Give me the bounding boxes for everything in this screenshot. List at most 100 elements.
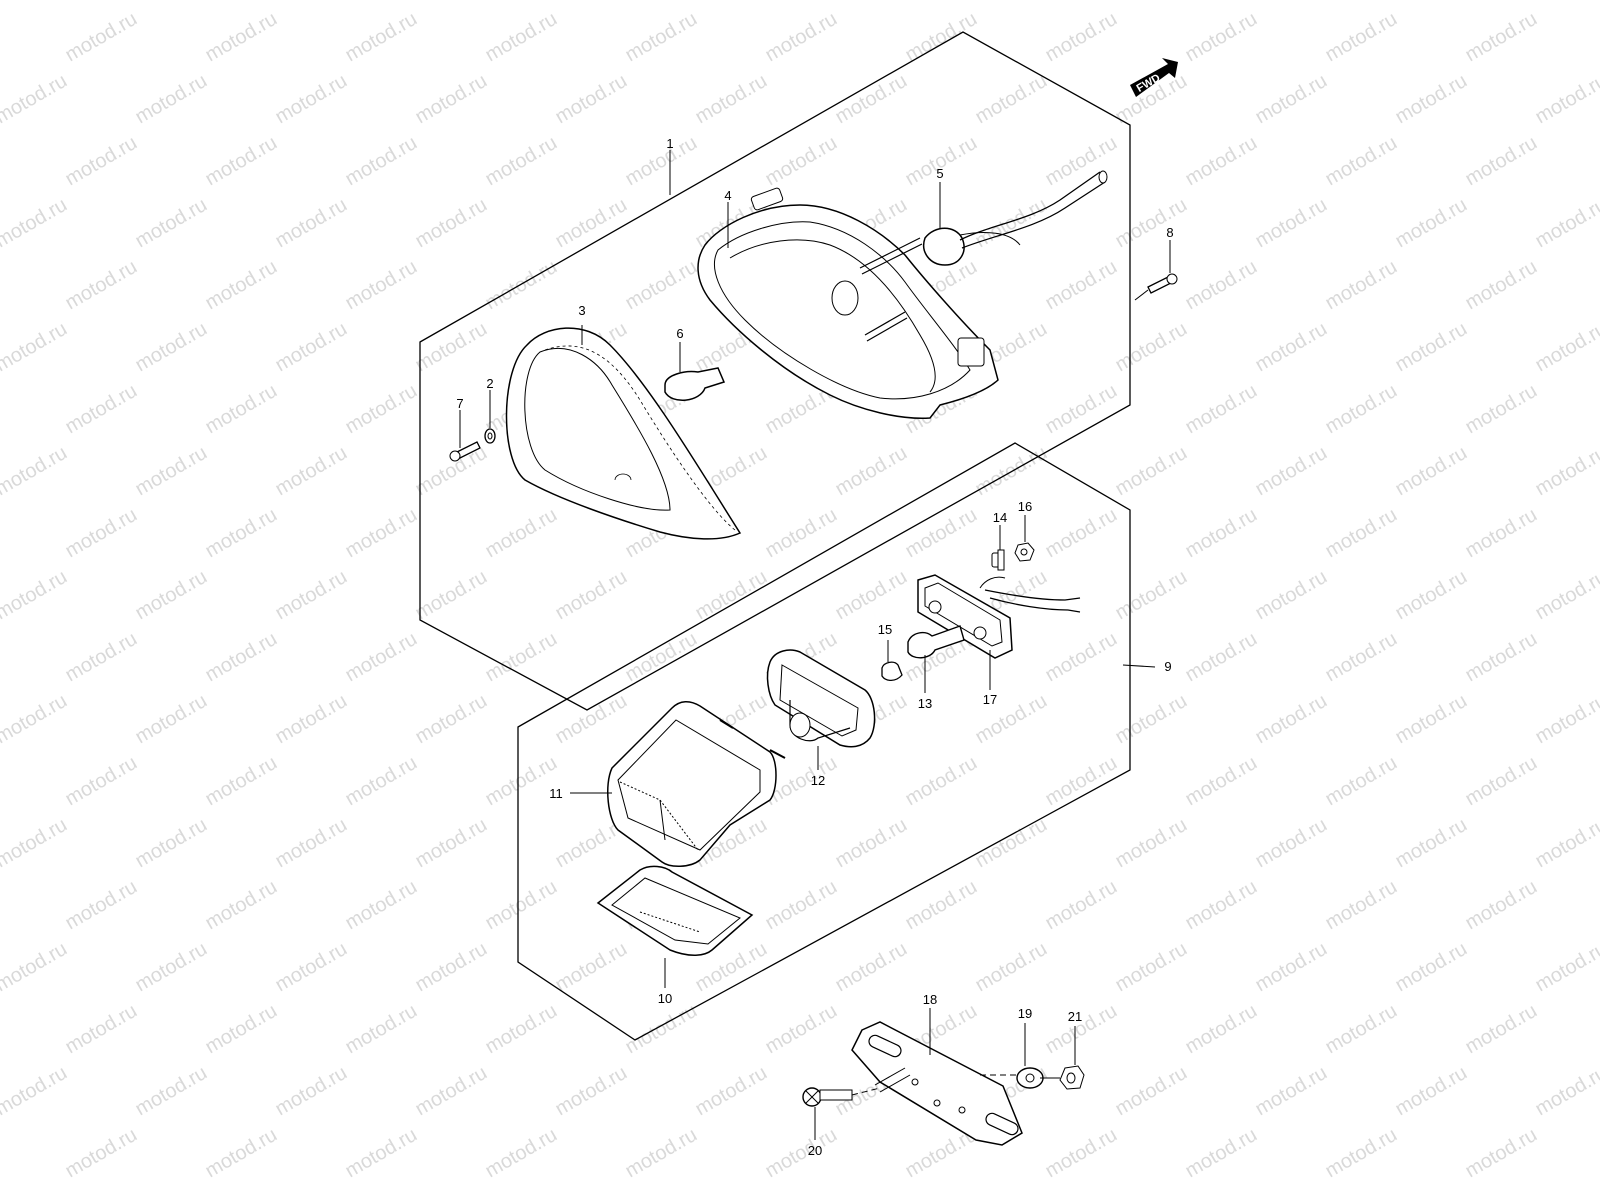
watermark-text: motod.ru — [1392, 690, 1471, 749]
watermark-text: motod.ru — [482, 504, 561, 563]
watermark-text: motod.ru — [342, 504, 421, 563]
watermark-text: motod.ru — [272, 814, 351, 873]
watermark-text: motod.ru — [202, 8, 281, 67]
watermark-text: motod.ru — [1252, 938, 1331, 997]
watermark-text: motod.ru — [762, 876, 841, 935]
callout-21: 21 — [1068, 1009, 1082, 1024]
watermark-text: motod.ru — [1112, 938, 1191, 997]
watermark-text: motod.ru — [1252, 690, 1331, 749]
watermark-text: motod.ru — [132, 318, 211, 377]
bolt-part-14 — [991, 549, 1005, 571]
watermark-text: motod.ru — [132, 938, 211, 997]
watermark-text: motod.ru — [1112, 442, 1191, 501]
watermark-text: motod.ru — [1462, 256, 1541, 315]
watermark-text: motod.ru — [1322, 1124, 1401, 1183]
callout-10: 10 — [658, 991, 672, 1006]
watermark-text: motod.ru — [1462, 8, 1541, 67]
watermark-text: motod.ru — [1252, 1062, 1331, 1121]
watermark-text: motod.ru — [482, 876, 561, 935]
watermark-text: motod.ru — [1182, 504, 1261, 563]
watermark-text: motod.ru — [132, 690, 211, 749]
watermark-text: motod.ru — [1112, 194, 1191, 253]
watermark-text: motod.ru — [1532, 690, 1600, 749]
watermark-text: motod.ru — [1112, 566, 1191, 625]
watermark-text: motod.ru — [902, 8, 981, 67]
watermark-text: motod.ru — [412, 194, 491, 253]
watermark-text: motod.ru — [62, 132, 141, 191]
watermark-text: motod.ru — [62, 628, 141, 687]
watermark-text: motod.ru — [692, 70, 771, 129]
watermark-text: motod.ru — [1532, 442, 1600, 501]
watermark-text: motod.ru — [1532, 566, 1600, 625]
watermark-text: motod.ru — [1042, 628, 1121, 687]
watermark-text: motod.ru — [1322, 8, 1401, 67]
watermark-text: motod.ru — [1532, 814, 1600, 873]
watermark-text: motod.ru — [132, 814, 211, 873]
watermark-text: motod.ru — [0, 566, 71, 625]
watermark-text: motod.ru — [62, 752, 141, 811]
watermark-text: motod.ru — [1182, 1124, 1261, 1183]
watermark-text: motod.ru — [622, 256, 701, 315]
license-lamp-assembly-box — [517, 442, 1131, 1041]
watermark-text: motod.ru — [202, 876, 281, 935]
watermark-text: motod.ru — [762, 1000, 841, 1059]
lamp-holder-part-17 — [917, 574, 1081, 659]
watermark-text: motod.ru — [622, 1000, 701, 1059]
watermark-text: motod.ru — [552, 566, 631, 625]
callout-labels: 1 2 3 4 5 6 7 8 9 10 11 12 13 14 15 16 1… — [456, 136, 1173, 1158]
watermark-text: motod.ru — [1042, 380, 1121, 439]
watermark-text: motod.ru — [342, 1124, 421, 1183]
watermark-text: motod.ru — [902, 752, 981, 811]
callout-17: 17 — [983, 692, 997, 707]
watermark-text: motod.ru — [412, 690, 491, 749]
watermark-text: motod.ru — [832, 70, 911, 129]
watermark-text: motod.ru — [62, 8, 141, 67]
watermark-text: motod.ru — [1322, 628, 1401, 687]
watermark-text: motod.ru — [1182, 380, 1261, 439]
washer-part-19 — [1016, 1067, 1044, 1089]
watermark-text: motod.ru — [902, 876, 981, 935]
watermark-text: motod.ru — [1182, 132, 1261, 191]
watermark-text: motod.ru — [412, 814, 491, 873]
watermark-text: motod.ru — [62, 876, 141, 935]
watermark-text: motod.ru — [1182, 752, 1261, 811]
callout-13: 13 — [918, 696, 932, 711]
watermark-text: motod.ru — [1252, 814, 1331, 873]
callout-15: 15 — [878, 622, 892, 637]
watermark-text: motod.ru — [0, 1062, 71, 1121]
watermark-text: motod.ru — [1392, 938, 1471, 997]
bulb-part-6 — [664, 367, 726, 401]
watermark-text: motod.ru — [272, 442, 351, 501]
license-lamp-part-12 — [766, 649, 876, 748]
watermark-text: motod.ru — [0, 194, 71, 253]
callout-3: 3 — [578, 303, 585, 318]
watermark-text: motod.ru — [412, 70, 491, 129]
bracket-part-18 — [851, 1021, 1023, 1146]
watermark-text: motod.ru — [1322, 1000, 1401, 1059]
watermark-text: motod.ru — [202, 628, 281, 687]
watermark-text: motod.ru — [482, 1124, 561, 1183]
watermark-text: motod.ru — [1392, 1062, 1471, 1121]
watermark-text: motod.ru — [1462, 1124, 1541, 1183]
watermark-text: motod.ru — [1112, 690, 1191, 749]
watermark-text: motod.ru — [1252, 318, 1331, 377]
watermark-text: motod.ru — [342, 876, 421, 935]
watermark-text: motod.ru — [0, 938, 71, 997]
watermark-text: motod.ru — [342, 1000, 421, 1059]
watermark-text: motod.ru — [1182, 256, 1261, 315]
watermark-text: motod.ru — [1392, 70, 1471, 129]
watermark-text: motod.ru — [972, 814, 1051, 873]
watermark-text: motod.ru — [342, 8, 421, 67]
watermark-text: motod.ru — [342, 132, 421, 191]
watermark-text: motod.ru — [1532, 318, 1600, 377]
watermark-text: motod.ru — [552, 70, 631, 129]
callout-8: 8 — [1166, 225, 1173, 240]
bulb-part-15 — [881, 661, 903, 682]
watermark-text: motod.ru — [1392, 814, 1471, 873]
callout-16: 16 — [1018, 499, 1032, 514]
watermark-text: motod.ru — [1532, 194, 1600, 253]
watermark-text: motod.ru — [1042, 132, 1121, 191]
watermark-text: motod.ru — [832, 814, 911, 873]
callout-9: 9 — [1164, 659, 1171, 674]
watermark-text: motod.ru — [1042, 256, 1121, 315]
